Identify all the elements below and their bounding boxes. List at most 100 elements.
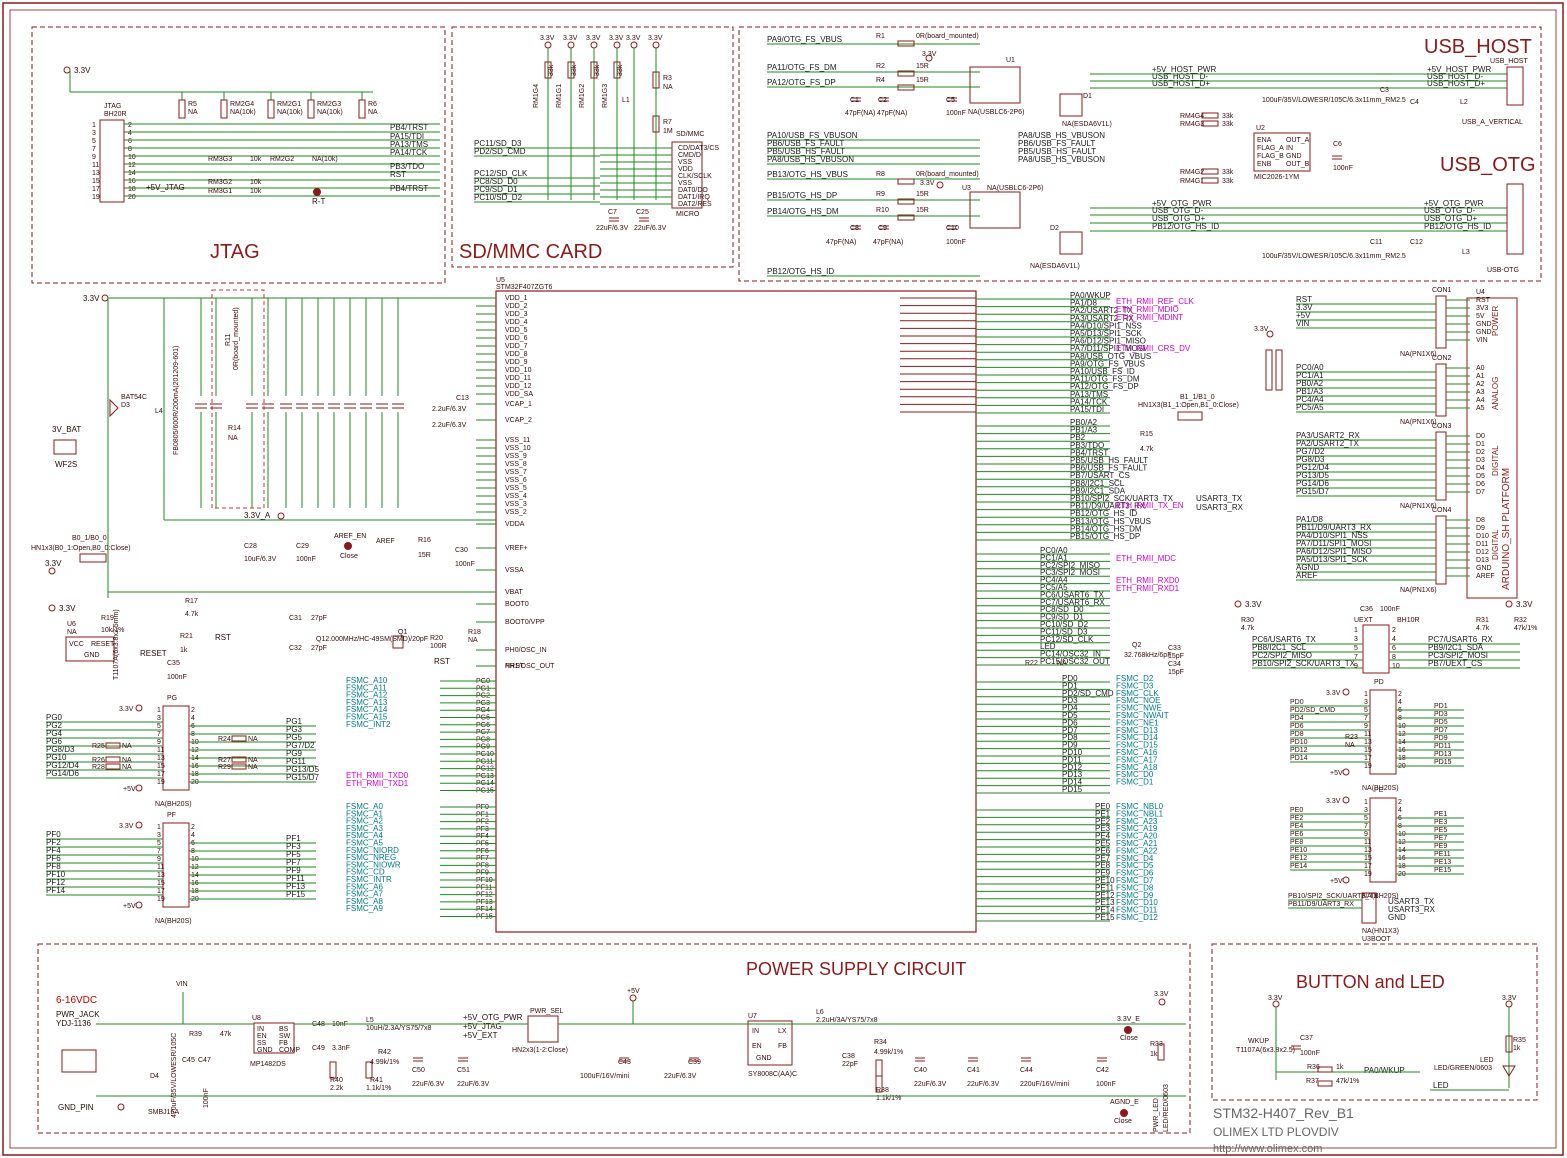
mcu-port-a-pin: PA4/D10/SPI1_NSS [1070, 321, 1142, 330]
pf-hdr-pin-label: PF12 [46, 878, 66, 887]
mcu-power-pin: BOOT0 [505, 601, 529, 608]
usb-otg-net-label: PB15/OTG_HS_DP [767, 191, 837, 200]
mcu-port-e-pin: PE0 [1095, 802, 1111, 811]
jtag-pin-number: 11 [92, 162, 99, 169]
fsmc-e-net: FSMC_D6 [1116, 869, 1154, 878]
vplus-node [629, 994, 637, 1002]
mcu-port-b-pin: PB4/TRST [1070, 448, 1108, 457]
jtag-connector [99, 119, 125, 203]
mcu-port-b-pin: PB11/D9/UART3_RX [1070, 502, 1146, 511]
mcu-power-pin: VSS_9 [505, 453, 527, 460]
sd-supply-node [630, 41, 638, 49]
ethernet-nets: ETH_RMII_REF_CLKETH_RMII_MDIOETH_RMII_MD… [346, 297, 1194, 788]
pf-hdr-pin-label: PF9 [286, 866, 301, 875]
r21-value: 1k [180, 647, 188, 654]
r17-label: R17 [185, 598, 198, 605]
pe-hdr-part: NA(BH20S) [1362, 893, 1399, 900]
mcu-port-c-pin: PC8/SD_D0 [1040, 605, 1084, 614]
u7-pin: FB [778, 1043, 787, 1050]
c50-value: 22uF/6.3V [412, 1081, 445, 1088]
uext-r32-value: 47k/1% [1514, 625, 1537, 632]
r15-value: 4.7k [1140, 446, 1154, 453]
fsmc-d-net: FSMC_D1 [1116, 778, 1154, 787]
uext-left-net: PC2/SPI2_MISO [1252, 651, 1312, 660]
r35-value: 1k [1513, 1045, 1521, 1052]
battery-part: WF2S [55, 460, 77, 469]
r40-label: R40 [330, 1077, 343, 1084]
usb-host-net-label: PB5/USB_HS_FAULT [767, 147, 845, 156]
mcu-power-pin: VSS_8 [505, 461, 527, 468]
pd-hdr-vplus-node [1342, 768, 1350, 776]
arduino-net-label: PC1/A1 [1296, 371, 1324, 380]
pg-series-resistor [105, 742, 121, 749]
mcu-port-d-pin: PD5 [1062, 711, 1078, 720]
arduino-pin-label: A0 [1476, 365, 1485, 372]
mcu-power-pin: VDD_6 [505, 335, 528, 342]
uext-supply-node-1 [1234, 600, 1242, 608]
pg-hdr-pin-label: PG15/D7 [286, 773, 319, 782]
mcu-port-d-pin: PD11 [1062, 755, 1082, 764]
power-switch-resistor-ref: RM4G3 [1180, 121, 1204, 128]
usb-host-net-label: +5V_HOST_PWR [1427, 65, 1491, 74]
arduino-supply-label: 3.3V [1254, 326, 1269, 333]
usb-otg-u3-part: NA(USBLC6-2P6) [987, 185, 1043, 192]
fsmc-f-net: FSMC_NREG [346, 853, 396, 862]
sd-pullup-resistor [590, 61, 598, 79]
pd-hdr-pin-number: 11 [1364, 731, 1371, 738]
jtag-pullup-resistor [307, 99, 315, 119]
left-3v3-node-2 [48, 567, 56, 575]
jtag-resistor-ref: RM2G1 [277, 101, 301, 108]
c14-value: 2.2uF/6.3V [432, 422, 467, 429]
mcu-port-c-pin: PC9/SD_D1 [1040, 613, 1084, 622]
sd-net-label: PC8/SD_D0 [474, 177, 518, 186]
uext-name: UEXT [1354, 617, 1373, 624]
mcu-power-pin: VDD_9 [505, 359, 528, 366]
pe-hdr-pin-label: PE1 [1434, 811, 1447, 818]
pe-hdr-pin-number: 9 [1364, 831, 1368, 838]
mcu-port-b-pin: PB7/USART_CS [1070, 471, 1130, 480]
arduino-digital-header-1: DIGITAL [1491, 445, 1500, 476]
usb-resistor-value: 0R(board_mounted) [916, 33, 979, 40]
r19-label: R19 [101, 615, 114, 622]
pf-hdr-vplus-label: +5V [123, 903, 136, 910]
pd-hdr-pin-number: 2 [1398, 691, 1402, 698]
jtag-pin-number: 12 [128, 162, 136, 169]
pd-hdr-pin-label: PD4 [1290, 715, 1304, 722]
jtag-resistors: R5NARM2G4NA(10k)RM2G1NA(10k)RM2G3NA(10k)… [178, 92, 378, 195]
arduino-net-label: VIN [1296, 319, 1310, 328]
pg-series-resistor-value: NA [122, 757, 132, 764]
usb-host-net-label: PA8/USB_HS_VBUSON [1018, 131, 1105, 140]
arduino-platform-box [1466, 297, 1518, 599]
mcu-power-pin: VDD_1 [505, 295, 528, 302]
c32-value: 27pF [311, 645, 327, 652]
mcu-power-pin: VCAP_1 [505, 401, 532, 408]
vdda-node-label: 3.3V_A [244, 511, 271, 520]
mcu-port-c-pin: PC4/A4 [1040, 576, 1068, 585]
pf-hdr-pin-number: 15 [157, 880, 165, 887]
power-switch-resistor-value: 33k [1222, 113, 1234, 120]
usb-cap-value: 100nF [946, 110, 966, 117]
mcu-power-pin: VDD_2 [505, 303, 528, 310]
usb-otg-net-label: +5V_OTG_PWR [1152, 199, 1212, 208]
r20-value: 100R [430, 643, 447, 650]
u6-gnd: GND [84, 652, 100, 659]
jtag-pin-number: 17 [92, 186, 100, 193]
l5-value: 10uH/2.3A/YS75/7x8 [366, 1025, 431, 1032]
usb-series-resistor [897, 84, 915, 91]
arduino-net-label: PG14/D6 [1296, 479, 1329, 488]
mcu-port-e-pin: PE9 [1095, 869, 1111, 878]
c28-value: 10uF/6.3V [244, 556, 277, 563]
button-led-title: BUTTON and LED [1296, 972, 1445, 992]
pg-hdr-vplus-label: +5V [123, 786, 136, 793]
u6-vcc: VCC [69, 641, 84, 648]
u8-ref: U8 [252, 1015, 261, 1022]
pf-hdr-pin-number: 1 [157, 824, 161, 831]
usb-cap-value: 47pF(NA) [845, 110, 875, 117]
u3boot-name: U3BOOT [1362, 936, 1392, 943]
mcu-port-d-pin: PD15 [1062, 785, 1083, 794]
r22-value: NA [1057, 660, 1067, 667]
usb-otg-bulk-cap: 100uF/35V/LOWESR/105C/6.3x11mm_RM2.5 [1262, 253, 1406, 260]
arduino-connector-name: CON3 [1432, 423, 1452, 430]
mcu-port-d-pin: PD12 [1062, 763, 1083, 772]
